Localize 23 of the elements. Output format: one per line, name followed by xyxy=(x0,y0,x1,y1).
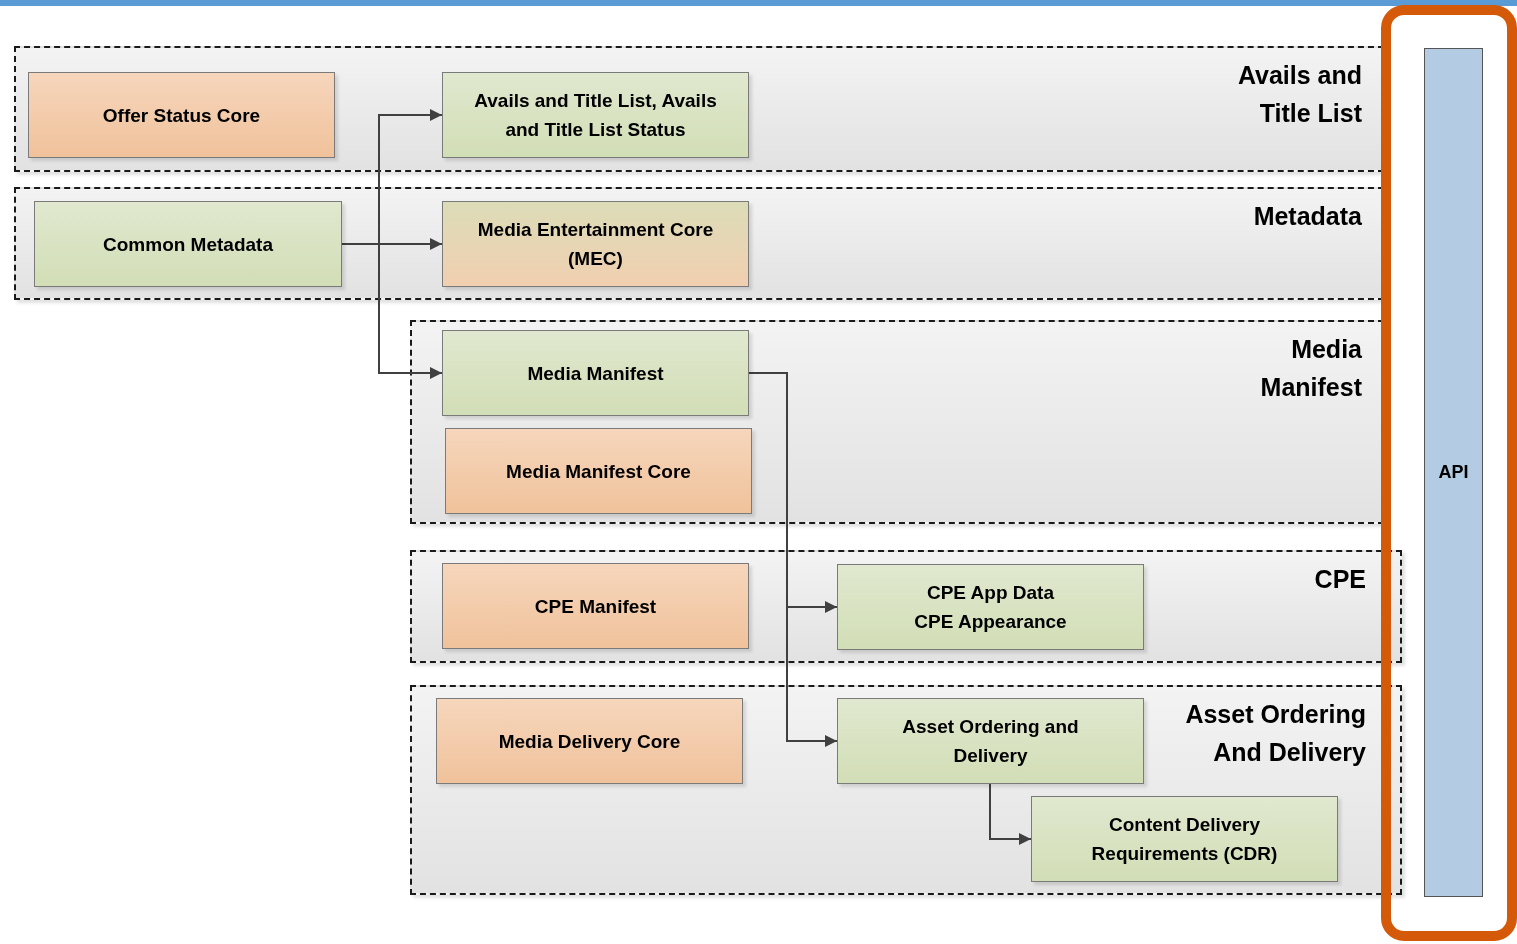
arrow xyxy=(989,783,1032,845)
process-box: CPE Manifest xyxy=(442,563,749,649)
process-box: Media Delivery Core xyxy=(436,698,743,784)
api-bar: API xyxy=(1424,48,1483,897)
group-title: Avails and Title List xyxy=(1236,60,1362,129)
process-box: Common Metadata xyxy=(34,201,342,287)
group-band xyxy=(14,187,1384,300)
group-band xyxy=(14,46,1384,172)
group-title: CPE xyxy=(1313,564,1366,595)
process-box: Media Manifest xyxy=(442,330,749,416)
process-box: Offer Status Core xyxy=(28,72,335,158)
group-band xyxy=(410,320,1384,524)
process-box: Asset Ordering and Delivery xyxy=(837,698,1144,784)
process-box: Media Entertainment Core (MEC) xyxy=(442,201,749,287)
group-band xyxy=(410,685,1402,895)
group-band xyxy=(410,550,1402,663)
process-box: Content Delivery Requirements (CDR) xyxy=(1031,796,1338,882)
group-title: Asset Ordering And Delivery xyxy=(1184,699,1366,768)
process-box: CPE App Data CPE Appearance xyxy=(837,564,1144,650)
group-title: Media Manifest xyxy=(1259,334,1362,403)
process-box: Media Manifest Core xyxy=(445,428,752,514)
group-title: Metadata xyxy=(1252,201,1362,232)
process-box: Avails and Title List, Avails and Title List Status xyxy=(442,72,749,158)
